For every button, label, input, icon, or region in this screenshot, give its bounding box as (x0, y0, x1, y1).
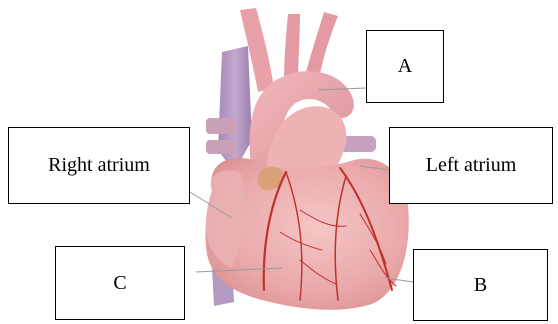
label-left-atrium-text: Left atrium (426, 154, 517, 177)
pulmonary-vessel-stub (206, 140, 236, 154)
label-a-text: A (398, 55, 412, 78)
label-b-text: B (474, 274, 487, 297)
label-box-a: A (366, 30, 444, 103)
label-box-left-atrium: Left atrium (389, 127, 553, 204)
pulmonary-vessel-stub (206, 118, 236, 134)
label-box-right-atrium: Right atrium (8, 127, 190, 204)
label-right-atrium-text: Right atrium (48, 154, 150, 177)
label-c-text: C (113, 272, 126, 295)
label-box-b: B (413, 249, 548, 321)
label-box-c: C (55, 246, 185, 320)
